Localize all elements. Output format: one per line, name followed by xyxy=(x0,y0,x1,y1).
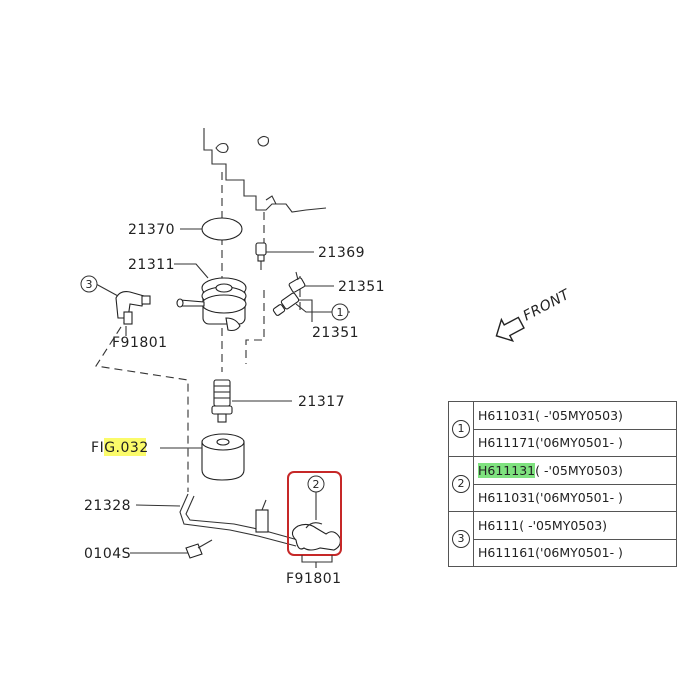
label-0104s: 0104S xyxy=(84,546,131,562)
part-cell: H611031( -'05MY0503) xyxy=(473,401,677,430)
part-cell: H6111( -'05MY0503) xyxy=(473,511,677,540)
model-range: ( -'05MY0503) xyxy=(535,462,623,478)
part-0104s-bolt xyxy=(185,539,213,559)
part-fig032-filter xyxy=(201,433,245,481)
table-row: H611031('06MY0501- ) xyxy=(449,483,677,512)
model-range: ( -'05MY0503) xyxy=(535,407,623,423)
part-21351-top-fitting xyxy=(288,271,306,293)
part-number: H611031 xyxy=(478,407,536,423)
label-fig032: FIG.032 xyxy=(91,440,149,456)
svg-text:1: 1 xyxy=(337,306,344,319)
part-cell: H611031('06MY0501- ) xyxy=(473,483,677,512)
part-number: H611171 xyxy=(478,435,536,451)
group-number: 2 xyxy=(452,475,470,493)
group-number-cell: 1 xyxy=(448,401,474,457)
svg-text:2: 2 xyxy=(313,478,320,491)
label-f91801-left: F91801 xyxy=(112,335,168,351)
part-number: H611131 xyxy=(478,462,536,478)
model-range: ('06MY0501- ) xyxy=(535,435,623,451)
model-range: ( -'05MY0503) xyxy=(519,517,608,533)
part-21328-hose xyxy=(179,493,299,547)
leader-lines xyxy=(95,228,350,568)
part-21370-ring xyxy=(201,217,243,241)
front-arrow-icon xyxy=(495,316,525,342)
part-21311-cooler xyxy=(176,277,247,332)
label-21328: 21328 xyxy=(84,498,131,514)
model-range: ('06MY0501- ) xyxy=(535,490,623,506)
label-21317: 21317 xyxy=(298,394,345,410)
group-number-cell: 3 xyxy=(448,511,474,567)
highlight-box xyxy=(287,471,342,556)
model-range: ('06MY0501- ) xyxy=(535,545,623,561)
part-cell: H611161('06MY0501- ) xyxy=(473,538,677,567)
callout-2-circle: 2 xyxy=(307,475,325,493)
group-number: 3 xyxy=(452,530,470,548)
fig-highlight-bg xyxy=(104,438,146,456)
part-cell: H611131( -'05MY0503) xyxy=(473,456,677,485)
part-21369-sensor xyxy=(255,242,267,270)
label-21311: 21311 xyxy=(128,257,175,273)
front-label: FRONT xyxy=(521,286,574,324)
callout-3-circle: 3 xyxy=(80,275,98,293)
label-21370: 21370 xyxy=(128,222,175,238)
part-21317-bolt xyxy=(211,379,233,423)
callout-1-circle: 1 xyxy=(331,303,349,321)
label-21351-top: 21351 xyxy=(338,279,385,295)
part-left-elbow-fitting xyxy=(115,291,151,325)
group-number-cell: 2 xyxy=(448,456,474,512)
part-number: H611161 xyxy=(478,545,536,561)
svg-text:3: 3 xyxy=(86,278,93,291)
label-21351-bottom: 21351 xyxy=(312,325,359,341)
part-callout2-elbow-hose xyxy=(291,522,341,551)
label-f91801-bottom: F91801 xyxy=(286,571,342,587)
table-row: H611161('06MY0501- ) xyxy=(449,538,677,567)
part-number: H611031 xyxy=(478,490,536,506)
engine-block-outline xyxy=(203,128,327,213)
part-cell: H611171('06MY0501- ) xyxy=(473,428,677,457)
part-number: H6111 xyxy=(478,517,520,533)
group-number: 1 xyxy=(452,420,470,438)
part-21351-bottom-fitting xyxy=(272,292,300,316)
table-row: H611171('06MY0501- ) xyxy=(449,428,677,457)
label-21369: 21369 xyxy=(318,245,365,261)
